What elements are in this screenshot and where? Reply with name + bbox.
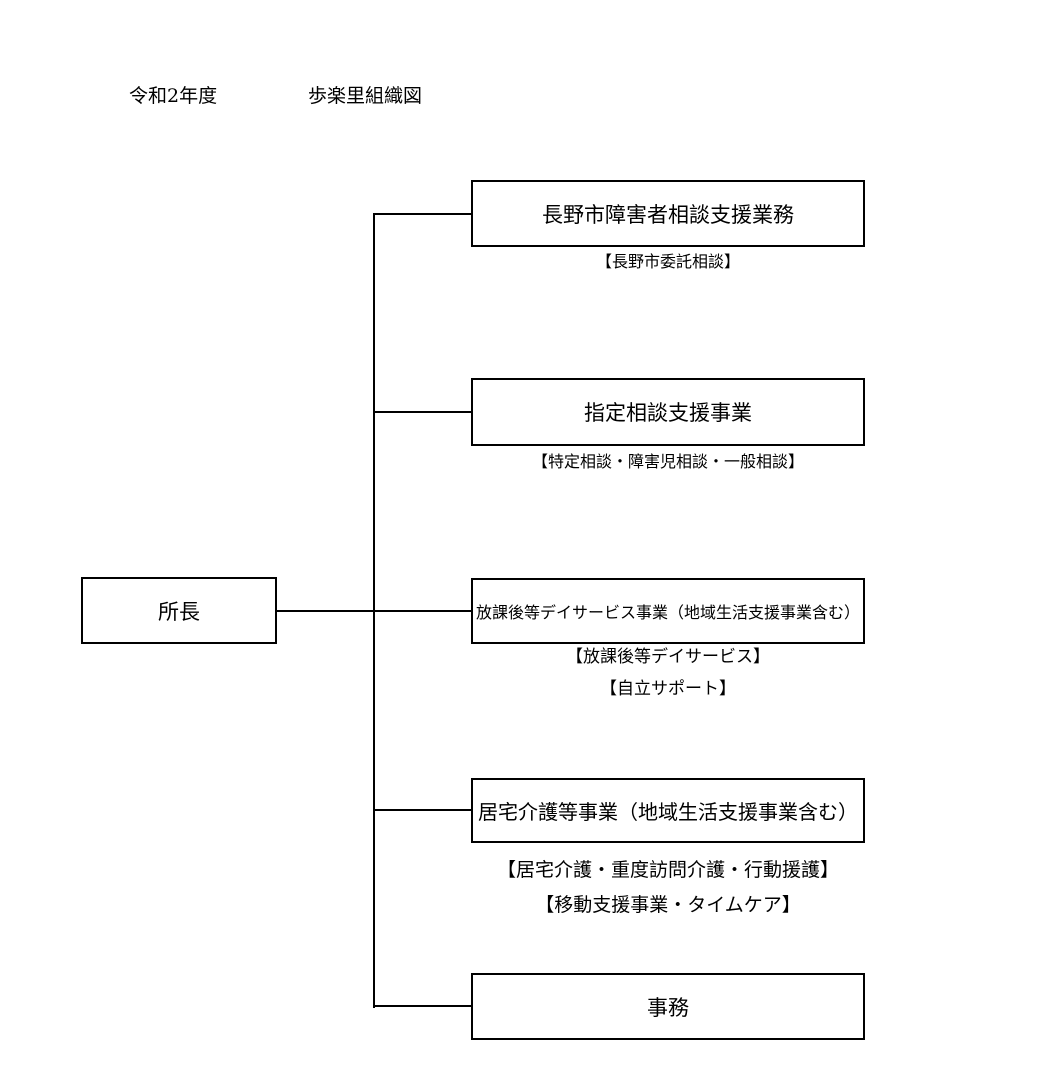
fiscal-year-label: 令和2年度 [129, 85, 218, 107]
dept-label: 居宅介護等事業（地域生活支援事業含む） [478, 800, 858, 824]
connector-branch-line-1 [374, 213, 471, 215]
chart-title: 歩楽里組織図 [308, 85, 423, 107]
director-label: 所長 [158, 599, 200, 624]
dept-caption: 【自立サポート】 [600, 679, 736, 699]
dept-label: 放課後等デイサービス事業（地域生活支援事業含む） [475, 603, 860, 622]
org-node-director: 所長 [81, 577, 277, 644]
org-node-consultation-support: 長野市障害者相談支援業務 [471, 180, 865, 247]
connector-branch-line-2 [374, 411, 471, 413]
dept-caption: 【放課後等デイサービス】 [566, 647, 770, 667]
connector-root-branch-line [277, 610, 471, 612]
connector-branch-line-4 [374, 809, 471, 811]
org-node-afterschool-dayservice: 放課後等デイサービス事業（地域生活支援事業含む） [471, 578, 865, 644]
dept-label: 長野市障害者相談支援業務 [542, 202, 794, 227]
dept-label: 指定相談支援事業 [584, 401, 752, 425]
org-node-home-care: 居宅介護等事業（地域生活支援事業含む） [471, 778, 865, 843]
connector-branch-line-5 [374, 1005, 471, 1007]
dept-caption: 【移動支援事業・タイムケア】 [535, 894, 801, 916]
dept-caption: 【特定相談・障害児相談・一般相談】 [531, 452, 804, 471]
org-node-administration: 事務 [471, 973, 865, 1040]
dept-label: 事務 [647, 995, 689, 1020]
org-node-designated-consultation: 指定相談支援事業 [471, 378, 865, 446]
dept-caption: 【居宅介護・重度訪問介護・行動援護】 [496, 859, 839, 881]
dept-caption: 【長野市委託相談】 [595, 252, 740, 271]
